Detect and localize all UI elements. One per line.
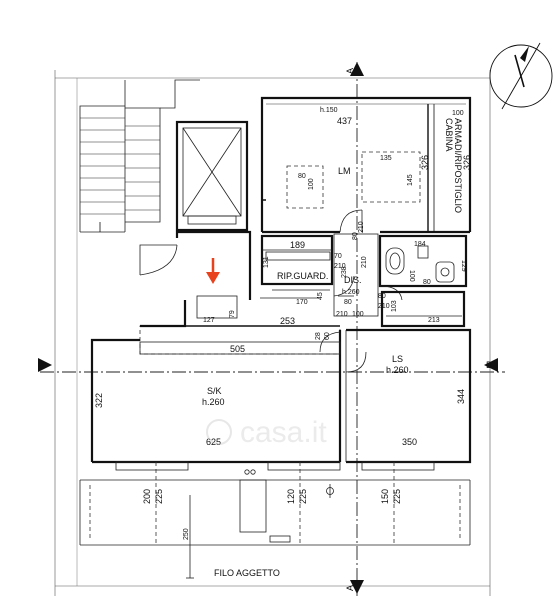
top-height-label: h.150 [320,107,338,114]
dim-344: 344 [456,389,466,404]
dim-253: 253 [280,316,295,326]
dim-28: 28 [315,332,322,340]
dim-437: 437 [337,116,352,126]
dim-80-lm: 80 [298,173,306,180]
balcony [79,461,471,579]
section-marker-b-right: B [484,358,498,372]
watermark-text: casa.it [240,416,327,449]
room-ls-label: LS [392,354,403,364]
section-lines [40,62,505,596]
dim-189: 189 [290,240,305,250]
dim-127: 127 [203,317,215,324]
dim-103: 103 [391,300,398,312]
dim-210-right: 210 [378,303,390,310]
dim-210-h1: 210 [334,263,346,270]
lift-shaft [175,120,249,232]
section-marker-a-top-label: A [345,68,355,74]
room-rip-guard [260,234,334,299]
watermark-logo: casa.it [206,416,327,449]
room-bathroom [378,234,468,301]
section-marker-b-left: B [38,358,52,372]
filo-aggetto-label: FILO AGGETTO [214,568,280,578]
dim-100-c: 100 [352,311,364,318]
dim-80-dis: 80 [344,299,352,306]
dim-131: 131 [263,256,270,268]
dim-210-v1: 210 [358,221,365,233]
room-dis [333,233,379,317]
room-ls-height: h.260 [386,365,409,375]
dim-250: 250 [183,528,190,540]
dim-210-v2: 210 [361,256,368,268]
dim-80-wc: 80 [423,279,431,286]
dim-326-b: 326 [462,155,472,170]
dim-70: 70 [334,253,342,260]
dim-326-a: 326 [420,155,430,170]
section-marker-a-bottom-label: A [345,585,355,591]
dim-238: 238 [341,266,348,278]
section-marker-b-right-label: B [486,360,492,370]
dim-145: 145 [407,174,414,186]
dim-79: 79 [229,310,236,318]
dim-225-b: 225 [298,489,308,504]
section-marker-b-left-label: B [38,360,44,370]
room-dis-label: DIS. [344,275,362,285]
entrance-arrow-icon [206,258,220,284]
room-lm-label: LM [338,166,351,176]
dim-170: 170 [296,299,308,306]
dim-625: 625 [206,437,221,447]
utility-block [380,290,466,328]
room-rip-guard-label: RIP.GUARD. [277,271,328,281]
room-cabina-label: CABINA [444,118,454,152]
room-armadi-label: ARMADI/RIPOSTIGLIO [453,118,463,213]
dim-120: 120 [286,489,296,504]
dim-322: 322 [94,393,104,408]
dim-225-c: 225 [392,489,402,504]
dim-100-top: 100 [452,110,464,117]
dim-350: 350 [402,437,417,447]
room-sk-label: S/K [207,386,222,396]
dim-45: 45 [317,292,324,300]
dim-129: 129 [460,260,467,272]
dim-100-wc: 100 [408,270,415,282]
dim-150: 150 [380,489,390,504]
dim-200: 200 [142,489,152,504]
section-marker-a-bottom: A [345,580,364,594]
compass-icon [489,42,553,110]
staircase [79,79,200,233]
dim-213: 213 [428,317,440,324]
dim-80-v1: 80 [352,232,359,240]
section-marker-a-top: A [345,62,364,76]
dim-100-lm: 100 [308,178,315,190]
dim-505: 505 [230,344,245,354]
dim-135: 135 [380,155,392,162]
room-dis-height: h.260 [342,289,360,296]
room-lm [260,96,472,234]
dim-225-a: 225 [154,489,164,504]
room-sk-height: h.260 [202,397,225,407]
dim-210-c: 210 [336,311,348,318]
dim-184: 184 [414,241,426,248]
